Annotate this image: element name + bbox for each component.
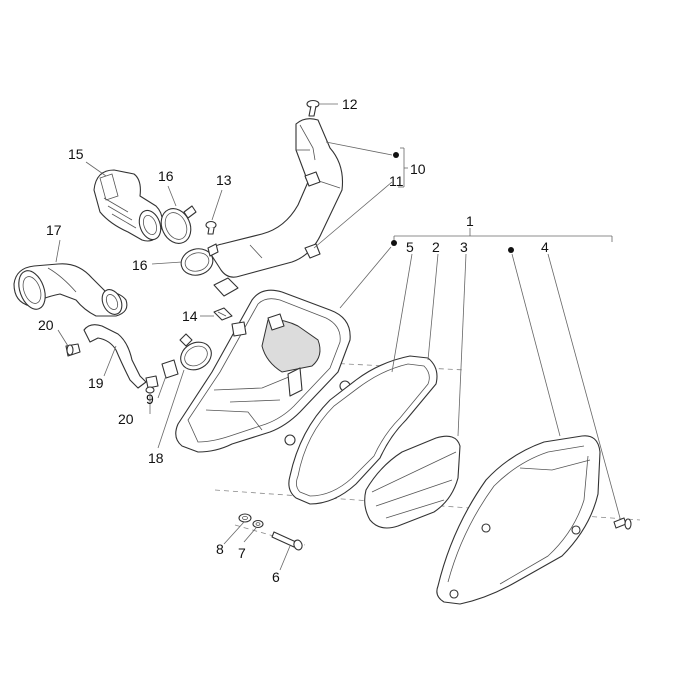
part-8-washer	[238, 513, 252, 523]
part-7-washer	[252, 519, 264, 529]
part-14-nut	[213, 307, 233, 321]
callout-6: 6	[272, 569, 280, 585]
callout-brackets	[391, 147, 613, 253]
part-20-fitting-left	[65, 343, 81, 357]
part-6-bolt	[271, 531, 303, 551]
part-15-intake-duct	[93, 169, 163, 242]
callout-20-lower: 20	[118, 411, 134, 427]
callout-19: 19	[88, 375, 104, 391]
callout-16-lower: 16	[132, 257, 148, 273]
callout-16-upper: 16	[158, 168, 174, 184]
callout-1: 1	[466, 213, 474, 229]
part-16-hose-clamp-lower	[180, 243, 219, 276]
part-9-clip	[161, 359, 179, 379]
part-16-hose-clamp-upper	[160, 205, 197, 244]
leader-lines	[55, 103, 621, 571]
callout-20-left: 20	[38, 317, 54, 333]
callout-numbers: 1 2 3 4 5 6 7 8 9 10 11 12 13 14 15 16 1…	[38, 96, 549, 585]
part-13-screw	[205, 220, 217, 235]
callout-11: 11	[389, 173, 404, 189]
callout-2: 2	[432, 239, 440, 255]
callout-15: 15	[68, 146, 84, 162]
callout-3: 3	[460, 239, 468, 255]
part-18-clamp	[179, 333, 212, 371]
part-19-breather-hose	[83, 324, 147, 389]
part-11-clip	[304, 243, 321, 259]
callout-18: 18	[148, 450, 164, 466]
part-4-air-box-cover	[436, 435, 601, 605]
callout-13: 13	[216, 172, 232, 188]
air-box-housing	[175, 289, 351, 453]
callout-4: 4	[541, 239, 549, 255]
callout-10: 10	[410, 161, 426, 177]
callout-12: 12	[342, 96, 358, 112]
callout-8: 8	[216, 541, 224, 557]
part-3-filter-element	[364, 435, 461, 529]
callout-7: 7	[238, 545, 246, 561]
part-12-screw	[306, 99, 320, 117]
part-5-gasket	[288, 355, 438, 505]
part-10-intake-tube	[211, 118, 344, 297]
callout-9: 9	[146, 391, 154, 407]
cover-screw	[613, 517, 632, 530]
part-17-intake-elbow	[13, 263, 128, 317]
callout-5: 5	[406, 239, 414, 255]
callout-17: 17	[46, 222, 62, 238]
callout-14: 14	[182, 308, 198, 324]
